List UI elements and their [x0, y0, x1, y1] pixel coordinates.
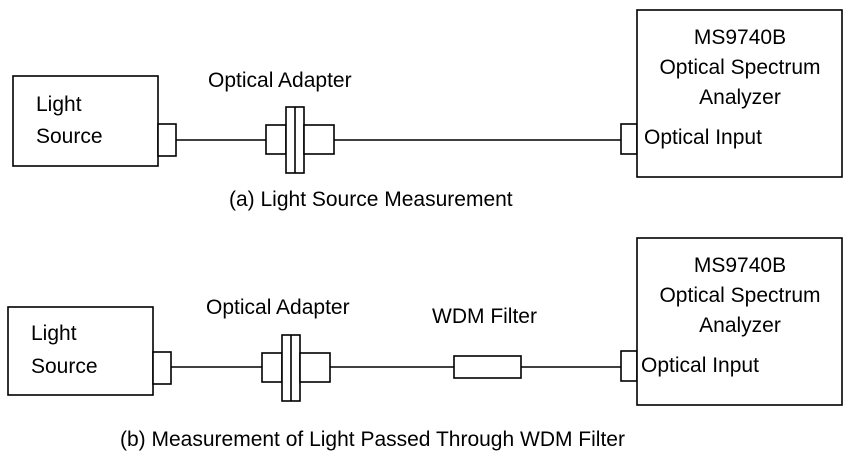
diagram-b: Light Source Optical Adapter WDM Filter … [7, 237, 843, 451]
light-source-label-a-line2: Source [36, 125, 103, 148]
light-source-connector-b [152, 351, 172, 385]
diagram-a: Light Source Optical Adapter MS9740B Opt… [12, 9, 843, 211]
analyzer-label-b-line2: Optical Spectrum [659, 284, 820, 307]
analyzer-label-a-line3: Analyzer [699, 86, 781, 109]
caption-a: (a) Light Source Measurement [229, 188, 513, 211]
analyzer-input-connector-a [620, 123, 638, 155]
wdm-filter-box [453, 355, 522, 379]
optical-adapter-b [261, 334, 331, 402]
light-source-label-a-line1: Light [36, 93, 82, 116]
wdm-filter-label: WDM Filter [432, 305, 537, 328]
analyzer-label-a-line2: Optical Spectrum [659, 56, 820, 79]
caption-b: (b) Measurement of Light Passed Through … [120, 428, 625, 451]
light-source-label-b-line1: Light [31, 322, 77, 345]
optical-adapter-a [265, 106, 335, 174]
optical-adapter-label-b: Optical Adapter [206, 296, 350, 319]
analyzer-input-connector-b [620, 350, 638, 382]
analyzer-box-b [636, 237, 843, 406]
analyzer-label-a-line1: MS9740B [694, 26, 786, 49]
analyzer-label-b-line1: MS9740B [694, 254, 786, 277]
light-source-box-b [7, 306, 154, 396]
optical-input-label-a: Optical Input [644, 126, 762, 149]
light-source-box-a [12, 75, 159, 167]
light-source-connector-a [157, 123, 177, 157]
optical-adapter-label-a: Optical Adapter [208, 69, 352, 92]
optical-input-label-b: Optical Input [641, 354, 759, 377]
analyzer-box-a [636, 9, 843, 178]
light-source-label-b-line2: Source [31, 355, 98, 378]
analyzer-label-b-line3: Analyzer [699, 314, 781, 337]
